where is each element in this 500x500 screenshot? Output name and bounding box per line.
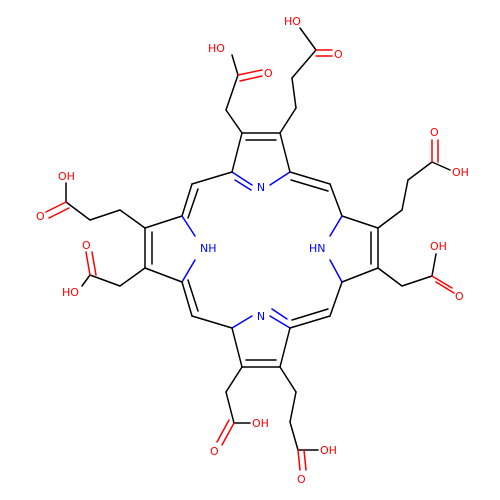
atom-label-nh-left: NH — [200, 242, 217, 255]
bond — [279, 107, 297, 134]
bond — [191, 171, 233, 185]
bond — [290, 179, 329, 192]
bond — [231, 315, 253, 329]
bond — [181, 183, 193, 217]
bond — [291, 308, 329, 321]
bond — [401, 275, 433, 287]
atom-label-oxygen: O — [36, 210, 45, 223]
bond — [407, 161, 433, 181]
bond — [329, 281, 343, 317]
bond — [187, 279, 199, 312]
bond — [85, 251, 91, 276]
bond — [297, 449, 301, 471]
atom-label-oxygen: O — [297, 473, 306, 486]
atom-label-hydroxyl: OH — [58, 170, 75, 183]
atom-label-oxygen: O — [430, 126, 439, 139]
bond — [377, 267, 403, 287]
bond — [329, 259, 343, 283]
bond — [237, 69, 263, 76]
atom-label-oxygen: O — [82, 239, 91, 252]
bond — [119, 209, 146, 229]
bond — [401, 179, 409, 211]
bond — [181, 259, 196, 283]
atom-labels: N N NH HN HO O HO O OH O O HO O OH OH O … — [36, 15, 469, 486]
bond — [119, 267, 146, 287]
atom-label-n-bottom: N — [257, 310, 265, 323]
bond — [431, 253, 437, 277]
bond — [329, 215, 343, 237]
bond — [279, 327, 291, 368]
bond — [221, 422, 235, 446]
bond — [341, 215, 379, 229]
bond — [81, 274, 91, 287]
atom-label-hydroxyl: HO — [208, 42, 225, 55]
atom-label-oxygen: O — [264, 67, 273, 80]
bond — [231, 171, 253, 186]
bond — [291, 77, 297, 109]
bond — [279, 132, 291, 173]
bond — [231, 132, 243, 173]
bond — [225, 109, 243, 134]
bond — [303, 449, 307, 471]
atom-label-hn-right: HN — [309, 242, 326, 255]
atom-label-hydroxyl: OH — [320, 444, 337, 457]
bond — [289, 315, 331, 329]
atom-label-oxygen: O — [210, 445, 219, 458]
bond — [144, 215, 183, 229]
bond — [234, 179, 252, 191]
bond — [144, 267, 183, 283]
bond — [289, 391, 297, 423]
bond — [299, 27, 317, 51]
bond — [65, 201, 91, 221]
bond — [181, 281, 193, 317]
bond — [291, 49, 317, 79]
atom-label-hydroxyl: HO — [284, 15, 301, 28]
atom-label-oxygen: O — [334, 48, 343, 61]
bond — [269, 315, 291, 329]
atom-label-hydroxyl: HO — [62, 286, 79, 299]
bond — [289, 421, 299, 451]
bond — [181, 215, 196, 237]
bond — [45, 201, 67, 213]
bond — [225, 74, 239, 111]
atom-label-hydroxyl: OH — [252, 417, 269, 430]
bond — [431, 161, 451, 171]
bond — [271, 308, 288, 320]
substituent-bonds — [45, 27, 455, 471]
bond — [269, 171, 291, 186]
bond — [377, 209, 403, 229]
bond — [289, 171, 331, 185]
atom-label-oxygen: O — [455, 290, 464, 303]
bond — [89, 209, 121, 221]
bond — [216, 419, 230, 443]
macrocycle-bonds — [144, 132, 379, 368]
bond — [225, 366, 243, 393]
bond — [231, 54, 239, 76]
atom-label-n-top: N — [257, 181, 265, 194]
atom-label-hydroxyl: OH — [452, 166, 469, 179]
bond — [435, 281, 455, 294]
bond — [191, 315, 233, 329]
bond — [279, 366, 297, 393]
bond — [341, 267, 379, 283]
bond — [231, 327, 243, 368]
bond — [89, 274, 121, 287]
bond — [239, 75, 263, 82]
bond — [431, 275, 453, 289]
bond — [225, 391, 235, 424]
bond — [329, 183, 343, 217]
bond — [91, 251, 97, 276]
atom-label-hydroxyl: OH — [430, 240, 447, 253]
bond — [48, 207, 70, 219]
bond — [187, 188, 199, 219]
